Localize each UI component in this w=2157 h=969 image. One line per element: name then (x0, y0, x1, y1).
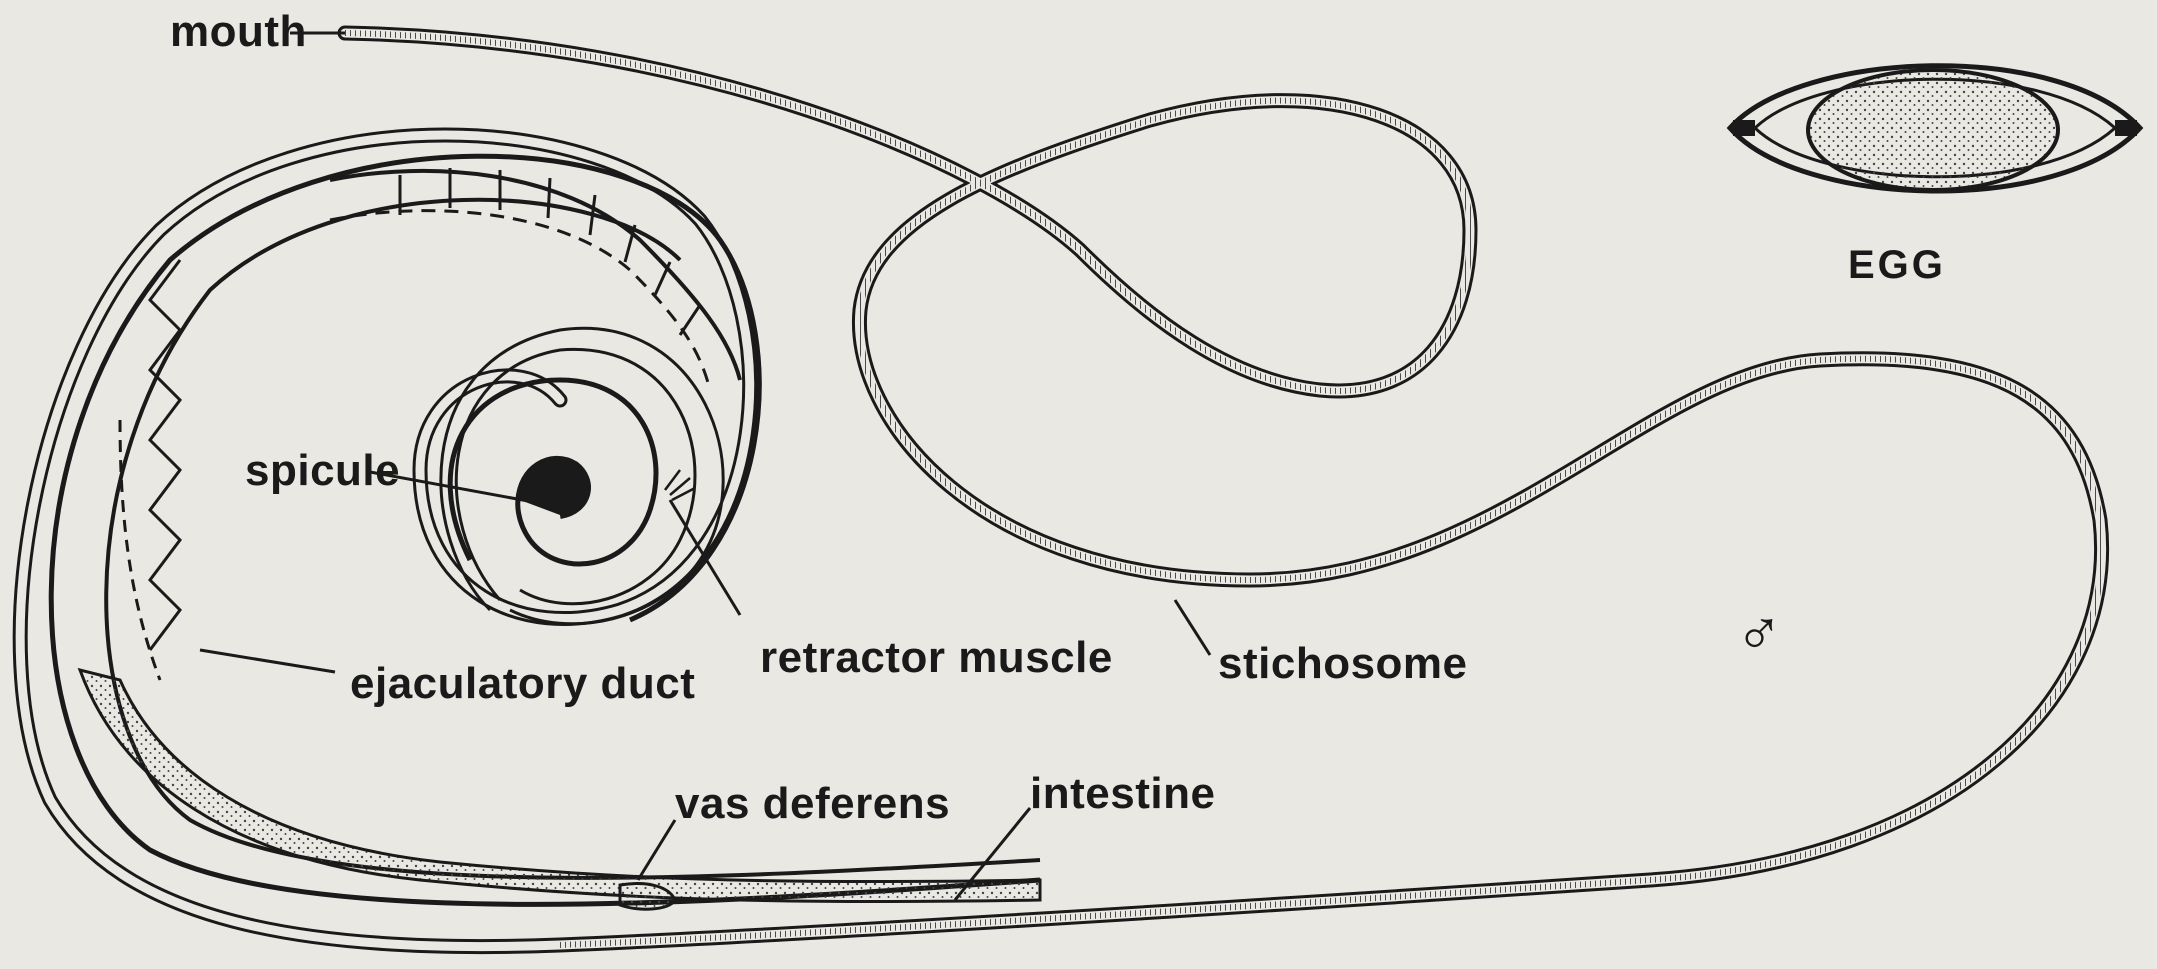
label-spicule: spicule (245, 446, 400, 495)
label-ejaculatory-duct: ejaculatory duct (350, 659, 695, 708)
label-mouth: mouth (170, 7, 307, 56)
leader-stichosome (1175, 600, 1210, 655)
label-egg: EGG (1848, 243, 1946, 287)
male-symbol: ♂ (1735, 597, 1784, 669)
label-intestine: intestine (1030, 769, 1215, 818)
leader-vas-deferens (638, 820, 675, 880)
egg-illustration (1730, 66, 2140, 191)
label-stichosome: stichosome (1218, 639, 1468, 688)
label-vas-deferens: vas deferens (675, 779, 950, 828)
label-retractor-muscle: retractor muscle (760, 633, 1113, 682)
leader-ejaculatory-duct (200, 650, 335, 672)
